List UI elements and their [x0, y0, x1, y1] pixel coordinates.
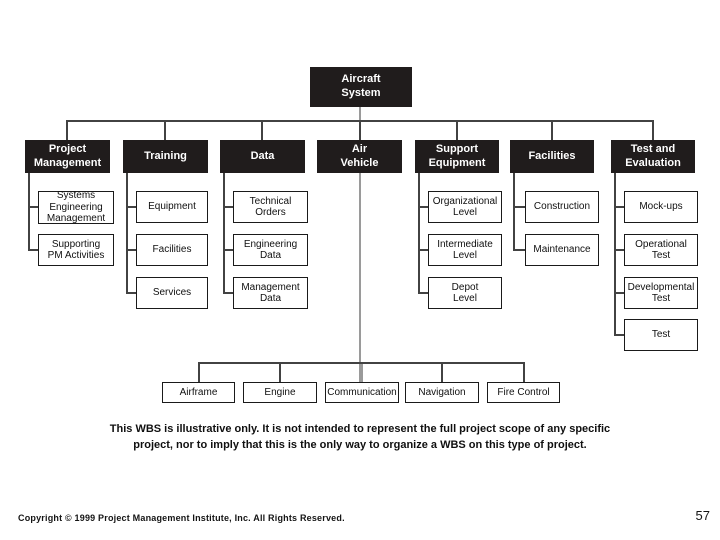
connector-col-data [223, 173, 225, 294]
wbs-node-maintenance: Maintenance [525, 234, 599, 266]
connector-stub-facilities [551, 122, 553, 140]
wbs-node-support-equipment: Support Equipment [415, 140, 499, 173]
connector-col-facilities [513, 173, 515, 251]
connector-elbow [513, 206, 525, 208]
wbs-node-test: Test [624, 319, 698, 351]
wbs-node-engine: Engine [243, 382, 317, 403]
connector-elbow [223, 249, 233, 251]
wbs-node-developmental-test: Developmental Test [624, 277, 698, 309]
connector-elbow [28, 206, 38, 208]
connector-elbow [126, 249, 136, 251]
wbs-node-air-vehicle: Air Vehicle [317, 140, 402, 173]
wbs-node-systems-engineering-management: Systems Engineering Management [38, 190, 114, 224]
wbs-node-facilities: Facilities [510, 140, 594, 173]
connector-bottom-rail [198, 362, 525, 364]
wbs-node-intermediate-level: Intermediate Level [428, 234, 502, 266]
connector-level2-rail [66, 120, 654, 122]
wbs-node-operational-test: Operational Test [624, 234, 698, 266]
connector-elbow [418, 292, 428, 294]
connector-stub-communication [361, 364, 363, 382]
wbs-node-training-services: Services [136, 277, 208, 309]
connector-col-training [126, 173, 128, 294]
wbs-node-depot-level: Depot Level [428, 277, 502, 309]
connector-elbow [126, 206, 136, 208]
wbs-node-technical-orders: Technical Orders [233, 191, 308, 223]
connector-elbow [614, 206, 624, 208]
connector-elbow [614, 334, 624, 336]
wbs-node-communication: Communication [325, 382, 399, 403]
wbs-node-supporting-pm-activities: Supporting PM Activities [38, 234, 114, 266]
connector-stub-project-management [66, 122, 68, 140]
wbs-node-project-management: Project Management [25, 140, 110, 173]
connector-col-test-evaluation [614, 173, 616, 336]
connector-elbow [614, 292, 624, 294]
wbs-node-training: Training [123, 140, 208, 173]
wbs-node-airframe: Airframe [162, 382, 235, 403]
connector-elbow [223, 206, 233, 208]
wbs-node-navigation: Navigation [405, 382, 479, 403]
connector-stub-test-evaluation [652, 122, 654, 140]
connector-elbow [614, 249, 624, 251]
connector-elbow [513, 249, 525, 251]
connector-elbow [28, 249, 38, 251]
connector-col-support-equipment [418, 173, 420, 294]
wbs-node-engineering-data: Engineering Data [233, 234, 308, 266]
wbs-node-construction: Construction [525, 191, 599, 223]
connector-elbow [418, 249, 428, 251]
connector-stub-data [261, 122, 263, 140]
disclaimer-text: This WBS is illustrative only. It is not… [109, 423, 611, 451]
connector-col-project-management [28, 173, 30, 251]
connector-root-drop [359, 107, 361, 121]
copyright-text: Copyright © 1999 Project Management Inst… [18, 513, 345, 523]
wbs-node-organizational-level: Organizational Level [428, 191, 502, 223]
connector-stub-navigation [441, 364, 443, 382]
wbs-node-fire-control: Fire Control [487, 382, 560, 403]
connector-elbow [223, 292, 233, 294]
wbs-node-data: Data [220, 140, 305, 173]
connector-elbow [418, 206, 428, 208]
wbs-node-training-equipment: Equipment [136, 191, 208, 223]
connector-stub-fire-control [523, 364, 525, 382]
wbs-node-test-and-evaluation: Test and Evaluation [611, 140, 695, 173]
connector-stub-support-equipment [456, 122, 458, 140]
wbs-node-aircraft-system: Aircraft System [310, 67, 412, 107]
page-number: 57 [695, 508, 710, 523]
wbs-node-training-facilities: Facilities [136, 234, 208, 266]
connector-elbow [126, 292, 136, 294]
connector-stub-training [164, 122, 166, 140]
wbs-node-management-data: Management Data [233, 277, 308, 309]
connector-stub-airframe [198, 364, 200, 382]
connector-stub-air-vehicle [359, 122, 361, 140]
connector-stub-engine [279, 364, 281, 382]
wbs-node-mock-ups: Mock-ups [624, 191, 698, 223]
connector-air-vehicle-drop [359, 173, 361, 382]
